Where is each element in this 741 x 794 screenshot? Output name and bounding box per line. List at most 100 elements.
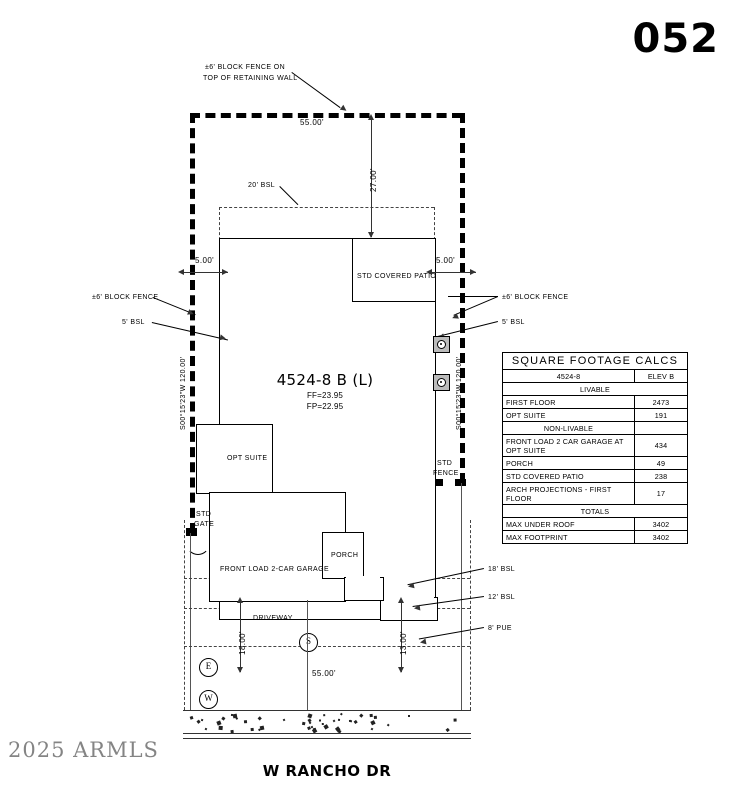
bearing-left: S00°15'23"W 120.00' [180,356,187,430]
bearing-right: S00°15'23"W 120.00' [456,356,463,430]
label-block-fence-retaining-wall-line1: ±6' BLOCK FENCE ON [205,64,286,71]
arrowhead-bsl-12 [413,604,421,612]
label-bsl-right: 5' BSL [502,319,525,326]
arrowhead-left-5-l [178,269,184,275]
sqft-section-heading-totals: TOTALS [502,504,688,518]
opt-suite-merge-mask [220,426,272,490]
aggregate-speck [189,715,194,720]
aggregate-speck [312,728,318,733]
sqft-heading-livable: LIVABLE [502,382,688,396]
leader-bsl-rear [279,186,299,206]
sqft-row-value: 191 [634,408,688,422]
label-pue-8: 8' PUE [488,625,512,632]
dim-left-setback-line [180,272,228,273]
table-row: FIRST FLOOR 2473 [502,395,688,409]
sqft-row-value: 49 [634,456,688,470]
aggregate-speck [407,715,410,718]
pue-left-edge [184,520,185,710]
sqft-section-heading-livable: LIVABLE [502,382,688,396]
lot-line-rear-fence [190,113,462,118]
aggregate-speck [318,720,321,722]
aggregate-speck [243,719,248,723]
aggregate-speck [218,726,223,731]
pue-8-line [184,646,470,647]
finished-pad-elevation: FP=22.95 [306,402,344,411]
aggregate-speck [258,728,261,732]
garage-merge-mask [221,494,342,598]
sqft-row-label: FIRST FLOOR [502,395,635,409]
aggregate-speck [216,719,222,726]
dim-right-setback-line [428,272,476,273]
aggregate-speck [340,712,344,717]
sqft-row-value: 434 [634,434,688,457]
page-number: 052 [632,16,719,62]
dim-driveway-line [240,600,241,672]
aggregate-speck [353,719,359,724]
street-lower-edge [183,738,471,739]
arrowhead-left-5-r [222,269,228,275]
arrowhead-block-fence-right [451,313,459,321]
street-name-label: W RANCHO DR [262,762,392,780]
sqft-plan-code: 4524-8 [502,369,635,383]
aggregate-speck [282,718,285,721]
bsl-rear-20 [219,207,434,208]
label-bsl-12: 12' BSL [488,594,516,601]
leader-block-fence-right [448,296,498,297]
arrowhead-18-top [237,597,243,603]
std-covered-patio-outline [352,238,436,302]
label-garage: FRONT LOAD 2-CAR GARAGE [220,566,330,573]
aggregate-speck [369,714,373,718]
sqft-row-label: STD COVERED PATIO [502,469,635,483]
aggregate-speck [338,718,341,721]
aggregate-speck [323,713,326,717]
sqft-row-value: 3402 [634,530,688,544]
std-fence-block-right [455,479,466,486]
arrowhead-13-top [398,597,404,603]
aggregate-speck [337,729,342,733]
arrowhead-right-5-r [470,269,476,275]
sqft-row-label: MAX UNDER ROOF [502,517,635,531]
dim-right-setback: 5.00' [436,256,456,265]
label-std-fence-line2: FENCE [433,470,459,477]
aggregate-speck [322,722,325,725]
aggregate-speck [221,716,225,720]
arrowhead-bsl-18 [407,582,415,590]
sqft-row-value: 238 [634,469,688,483]
label-driveway: DRIVEWAY [253,615,293,622]
table-row: STD COVERED PATIO 238 [502,469,688,483]
table-row: MAX UNDER ROOF 3402 [502,517,688,531]
dim-right-front-line [401,600,402,672]
aggregate-speck [332,719,336,723]
leader-retaining-wall [291,72,341,109]
aggregate-speck [373,715,377,719]
lot-line-right-fence [460,113,465,483]
aggregate-speck [386,723,390,727]
label-std-gate-line2: GATE [194,521,215,528]
aggregate-speck [235,717,238,721]
aggregate-speck [359,713,364,718]
sqft-section-heading-nonlivable: NON-LIVABLE [502,421,688,435]
sqft-heading-nonlivable-blank [634,421,688,435]
std-gate-swing-arc [186,531,210,555]
arrowhead-27-top [368,114,374,120]
aggregate-speck [445,726,451,732]
aggregate-speck [231,729,235,733]
label-porch: PORCH [331,552,359,559]
aggregate-speck [200,718,204,722]
table-row: MAX FOOTPRINT 3402 [502,530,688,544]
label-std-gate-line1: STD [196,511,212,518]
building-step-mask [346,576,380,596]
label-block-fence-left: ±6' BLOCK FENCE [92,294,159,301]
dim-right-front: 13.00' [399,631,408,655]
sqft-row-label: MAX FOOTPRINT [502,530,635,544]
square-footage-table: SQUARE FOOTAGE CALCS 4524-8 ELEV B LIVAB… [502,352,688,544]
label-bsl-18: 18' BSL [488,566,516,573]
lot-line-left-fence [190,113,195,533]
aggregate-speck [230,713,233,716]
sqft-row-label: OPT SUITE [502,408,635,422]
aggregate-speck [257,716,263,722]
arrowhead-27-bottom [368,232,374,238]
sqft-row-label: ARCH PROJECTIONS - FIRST FLOOR [502,482,635,505]
arrowhead-pue-8 [419,638,427,646]
dim-rear-setback-line [371,117,372,237]
